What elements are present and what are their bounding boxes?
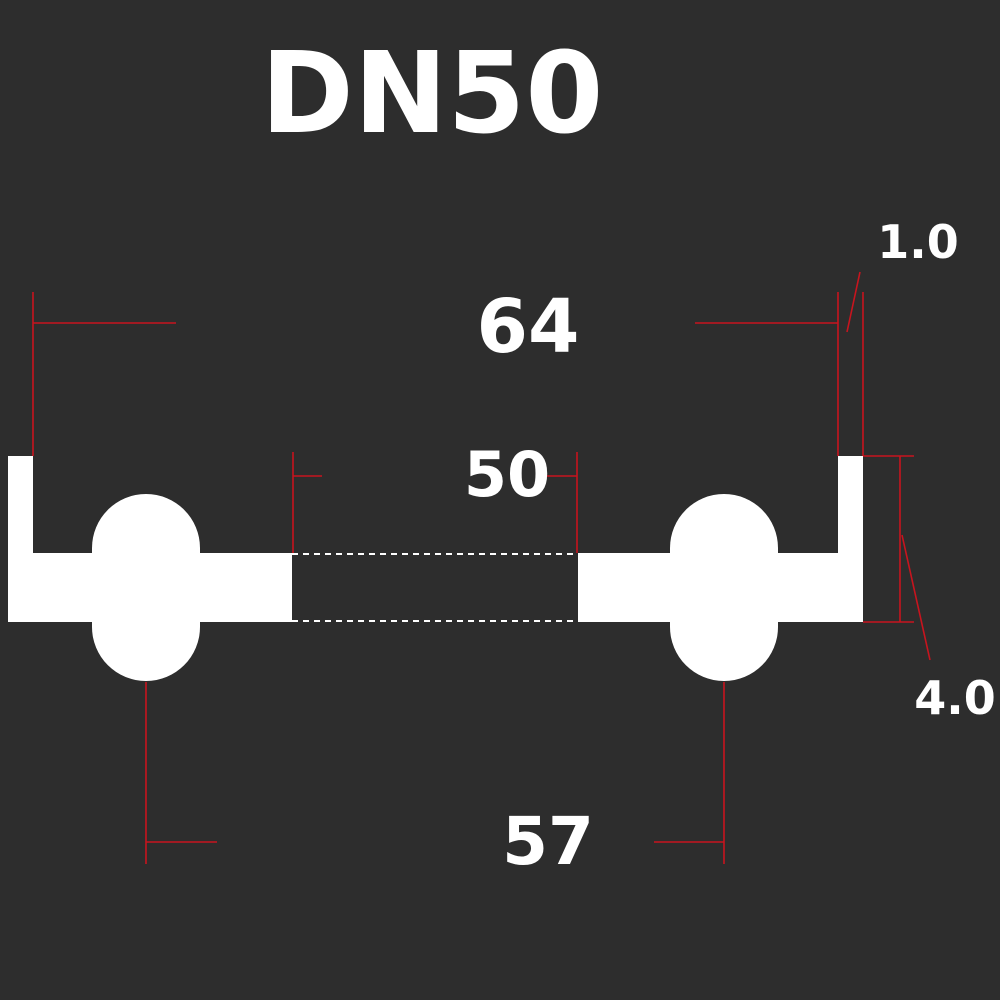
title-label: DN50	[261, 29, 604, 159]
dim-1-0-label: 1.0	[877, 215, 959, 269]
dim-1-0-lines	[846, 271, 864, 456]
right-gasket-half	[578, 456, 863, 622]
dim-64-lines	[32, 292, 839, 456]
dim-4-0-label: 4.0	[914, 671, 996, 725]
left-bead	[92, 494, 200, 681]
right-bead	[670, 494, 778, 681]
dim-64-label: 64	[477, 284, 580, 370]
dim-50-lines	[292, 452, 578, 553]
gasket-profile	[8, 456, 863, 681]
dim-4-0-lines	[863, 455, 931, 661]
dim-57-label: 57	[502, 803, 594, 880]
left-gasket-half	[8, 456, 292, 622]
dim-50-label: 50	[464, 438, 550, 511]
dimension-lines	[32, 271, 931, 864]
dim-57-lines	[145, 682, 725, 864]
bore-dashed-outline	[292, 553, 578, 622]
